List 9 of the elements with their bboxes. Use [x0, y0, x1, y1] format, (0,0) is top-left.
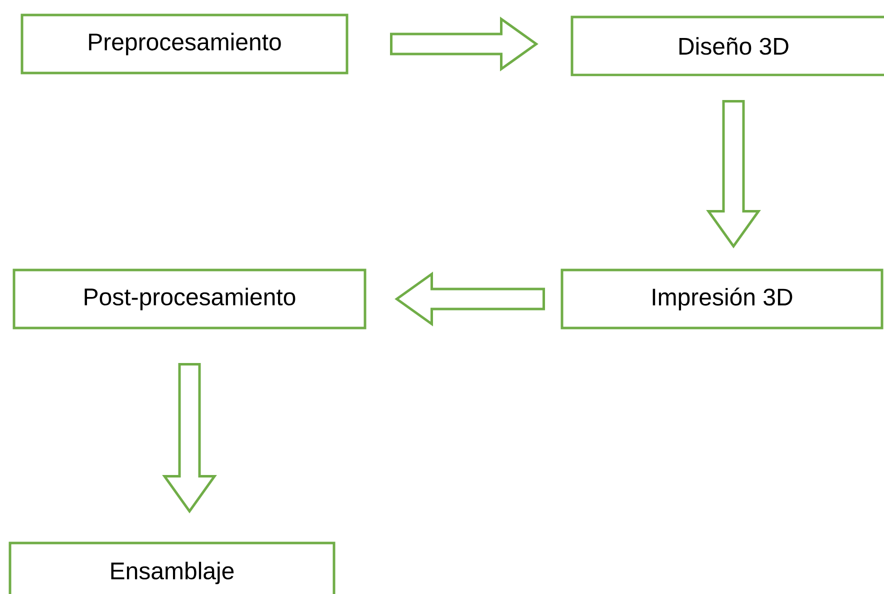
- process-box: Impresión 3D: [560, 268, 884, 330]
- block-arrow: [706, 100, 761, 248]
- process-box: Ensamblaje: [8, 542, 336, 594]
- process-box: Diseño 3D: [570, 16, 884, 76]
- process-box: Post-procesamiento: [12, 268, 366, 330]
- process-box: Preprocesamiento: [20, 14, 348, 74]
- block-arrow: [162, 363, 217, 514]
- block-arrow: [394, 272, 545, 326]
- block-arrow: [390, 16, 538, 72]
